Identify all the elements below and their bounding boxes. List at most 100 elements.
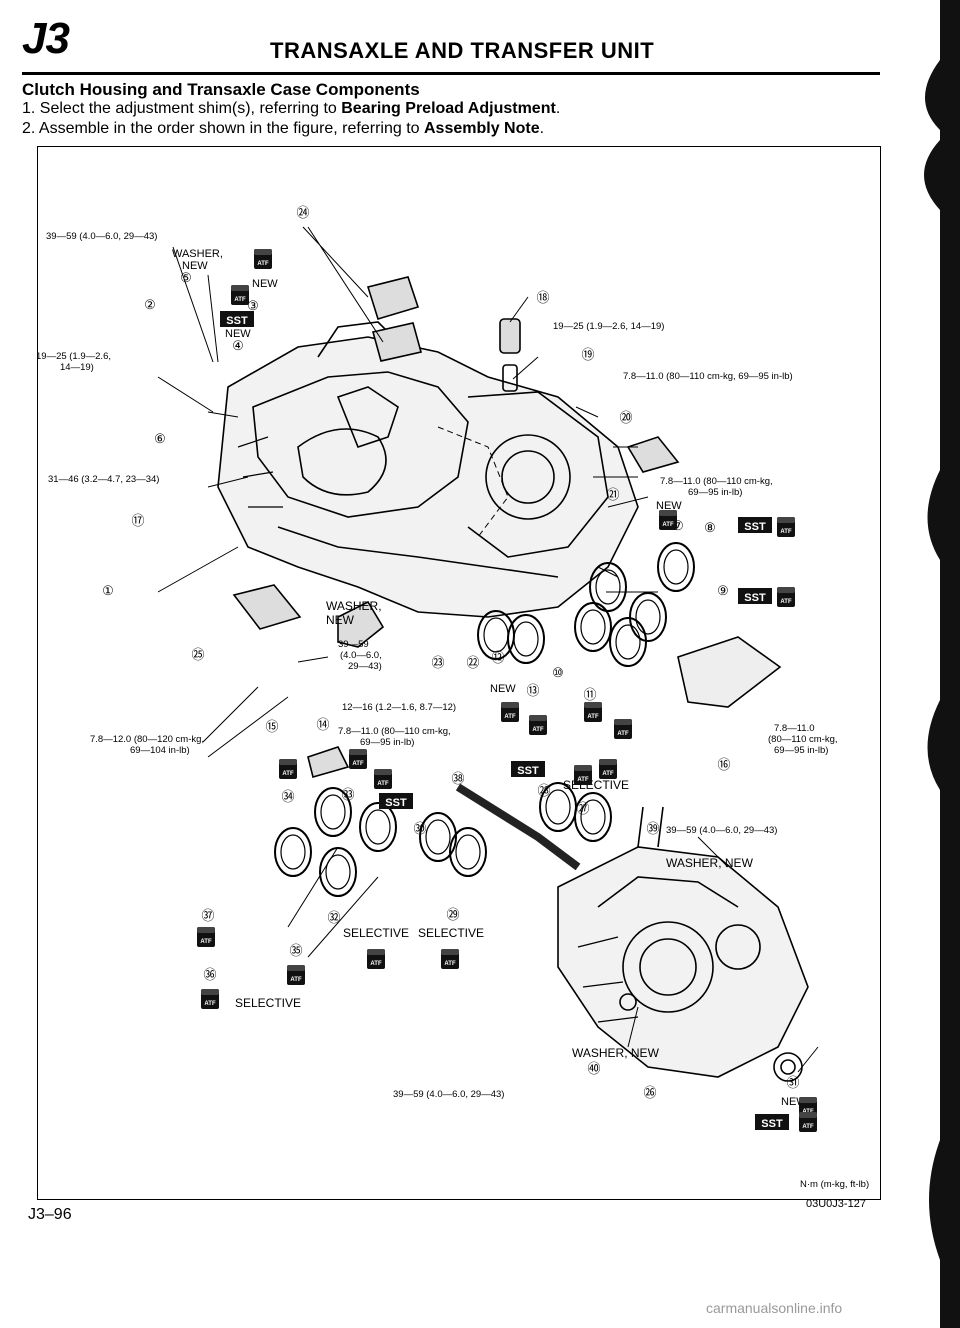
sst-icon [220, 311, 254, 327]
step-2: 2. Assemble in the order shown in the fi… [22, 120, 544, 138]
part-4: ④ [232, 338, 244, 353]
part-35: ㉟ [289, 943, 302, 958]
selective-label-1: SELECTIVE [563, 778, 629, 792]
part-24: ㉔ [296, 205, 309, 220]
page-title: TRANSAXLE AND TRANSFER UNIT [270, 38, 655, 63]
torque-center-a: 39—59 [338, 639, 369, 650]
part-6: ⑥ [154, 431, 166, 446]
selective-label-2: SELECTIVE [343, 926, 409, 940]
part-37: ㊲ [201, 908, 214, 923]
step-2-end: . [539, 120, 545, 137]
section-code: J3 [22, 14, 70, 63]
part-11: ⑪ [583, 687, 596, 702]
step-2-ref: Assembly Note [424, 120, 540, 137]
watermark: carmanualsonline.info [706, 1300, 843, 1316]
atf-icon [584, 702, 602, 722]
step-1: 1. Select the adjustment shim(s), referr… [22, 100, 560, 118]
step-1-text: Select the adjustment shim(s), referring… [39, 100, 342, 117]
atf-icon [374, 769, 392, 789]
washer-label-4: WASHER, NEW [572, 1046, 660, 1060]
binding-edge [924, 0, 960, 1328]
part-callouts: ㉔ ② ⑤ ③ ④ ⑱ ⑲ ⑳ ㉑ ⑦ ⑧ ⑨ ⑥ ⑰ ① ㉕ ㉓ ㉒ ⑫ ⑬ [102, 205, 799, 1100]
part-15: ⑮ [265, 719, 278, 734]
part-36: ㊱ [203, 967, 216, 982]
torque-right-2b: 69—95 in-lb) [688, 487, 742, 498]
part-7: ⑦ [672, 518, 684, 533]
washer-label-1: WASHER, [172, 248, 223, 260]
step-1-num: 1. [22, 100, 36, 117]
atf-icon [501, 702, 519, 722]
atf-icon [254, 249, 272, 269]
torque-center-e: 7.8—11.0 (80—110 cm-kg, [338, 726, 451, 737]
atf-icon [231, 285, 249, 305]
torque-center-d: 12—16 (1.2—1.6, 8.7—12) [342, 702, 456, 713]
selective-label-3: SELECTIVE [418, 926, 484, 940]
atf-icon [529, 715, 547, 735]
new-label-5: NEW [326, 613, 355, 627]
atf-icon [574, 765, 592, 785]
atf-icon [201, 989, 219, 1009]
part-40: ㊵ [587, 1061, 600, 1076]
part-16: ⑯ [717, 757, 730, 772]
torque-center-c: 29—43) [348, 661, 382, 672]
atf-icon [777, 587, 795, 607]
part-25: ㉕ [191, 647, 204, 662]
new-label-6: NEW [490, 683, 516, 695]
page-number: J3–96 [28, 1206, 72, 1223]
atf-icon [799, 1112, 817, 1132]
part-39: ㊴ [646, 821, 659, 836]
torque-labels: 39—59 (4.0—6.0, 29—43) WASHER, NEW NEW N… [38, 231, 869, 1190]
part-3: ③ [247, 298, 259, 313]
torque-right-2a: 7.8—11.0 (80—110 cm-kg, [660, 476, 773, 487]
selective-label-4: SELECTIVE [235, 996, 301, 1010]
torque-center-b: (4.0—6.0, [340, 650, 382, 661]
part-26: ㉖ [643, 1085, 656, 1100]
part-9: ⑨ [717, 583, 729, 598]
units-label: N·m (m-kg, ft-lb) [800, 1179, 869, 1190]
atf-icon [279, 759, 297, 779]
part-38: ㊳ [451, 771, 464, 786]
atf-icon [599, 759, 617, 779]
torque-left-mid: 31—46 (3.2—4.7, 23—34) [48, 474, 159, 485]
washer-label-2: WASHER, [326, 599, 382, 613]
header-rule [22, 72, 880, 75]
part-29: ㉙ [446, 907, 459, 922]
atf-icon [659, 510, 677, 530]
torque-right-1: 7.8—11.0 (80—110 cm-kg, 69—95 in-lb) [623, 371, 793, 382]
part-8: ⑧ [704, 520, 716, 535]
torque-top-left: 39—59 (4.0—6.0, 29—43) [46, 231, 157, 242]
part-12: ⑫ [491, 650, 504, 665]
new-label-2: NEW [252, 278, 278, 290]
part-32: ㉜ [327, 910, 340, 925]
part-17: ⑰ [131, 513, 144, 528]
sst-icon [738, 517, 772, 533]
leader-lines [157, 226, 819, 1073]
torque-far-right-c: 69—95 in-lb) [774, 745, 828, 756]
clutch-housing-illustration [217, 321, 639, 618]
atf-icon [349, 749, 367, 769]
atf-icon [441, 949, 459, 969]
torque-far-right-a: 7.8—11.0 [774, 723, 815, 734]
atf-icon [367, 949, 385, 969]
torque-bottom-left-a: 7.8—12.0 (80—120 cm-kg, [90, 734, 204, 745]
part-28: ㉘ [537, 783, 550, 798]
step-1-end: . [555, 100, 561, 117]
part-34: ㉞ [281, 789, 294, 804]
new-label-1: NEW [182, 260, 208, 272]
sst-icon [511, 761, 545, 777]
part-31: ㉛ [786, 1075, 799, 1090]
part-2: ② [144, 297, 156, 312]
atf-icon [614, 719, 632, 739]
part-30: ㉚ [413, 821, 426, 836]
sst-icon [379, 793, 413, 809]
step-2-num: 2. [22, 120, 36, 137]
part-1: ① [102, 583, 114, 598]
torque-bottom-left-b: 69—104 in-lb) [130, 745, 190, 756]
exploded-diagram: ATF SST [38, 205, 869, 1190]
torque-far-right-b: (80—110 cm-kg, [768, 734, 838, 745]
transaxle-case-illustration [557, 806, 809, 1078]
part-20: ⑳ [619, 410, 632, 425]
sst-icon [738, 588, 772, 604]
step-1-ref: Bearing Preload Adjustment [341, 100, 556, 117]
